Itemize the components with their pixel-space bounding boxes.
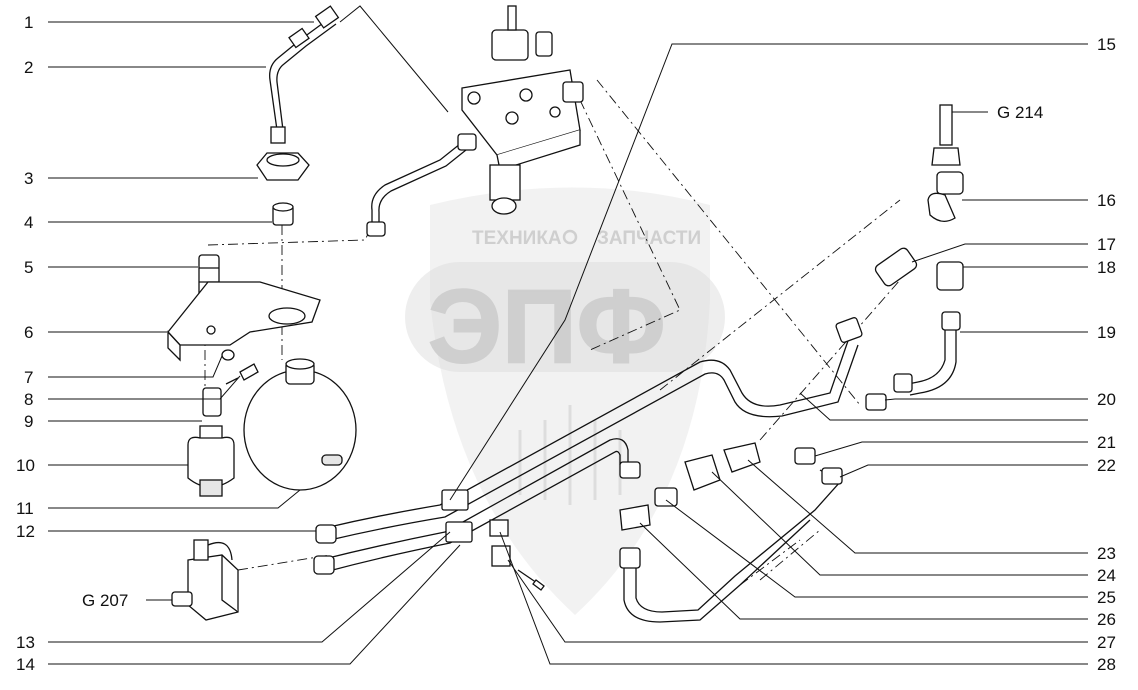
label-4: 4 <box>24 213 33 232</box>
label-2: 2 <box>24 58 33 77</box>
labels-left: 1 2 3 4 5 6 7 8 9 10 11 12 13 14 G 207 <box>16 13 128 674</box>
label-14: 14 <box>16 655 35 674</box>
label-24: 24 <box>1097 566 1116 585</box>
label-6: 6 <box>24 323 33 342</box>
label-27: 27 <box>1097 633 1116 652</box>
leader-lines <box>48 5 1088 665</box>
watermark-wheat-icon <box>518 405 622 505</box>
watermark-text-left: ТЕХНИКА <box>472 228 562 249</box>
part-accumulator-small <box>187 425 235 497</box>
part-washer-bolt <box>221 349 259 385</box>
part-fitting-9 <box>202 387 222 417</box>
part-fitting-column-right <box>865 104 964 411</box>
label-8: 8 <box>24 390 33 409</box>
label-17: 17 <box>1097 235 1116 254</box>
watermark-main-text: ЭПФ <box>428 269 666 385</box>
label-15: 15 <box>1097 35 1116 54</box>
watermark-text-right: ЗАПЧАСТИ <box>597 228 701 249</box>
part-valve-block-g207 <box>171 539 239 621</box>
label-16: 16 <box>1097 191 1116 210</box>
watermark-gear-icon <box>562 229 578 245</box>
labels-right: 15 G 214 16 17 18 19 20 21 22 23 24 25 2… <box>997 35 1116 674</box>
label-23: 23 <box>1097 544 1116 563</box>
label-9: 9 <box>24 412 33 431</box>
part-pipe-top-left <box>269 5 340 144</box>
label-20: 20 <box>1097 390 1116 409</box>
label-5: 5 <box>24 258 33 277</box>
label-12: 12 <box>16 522 35 541</box>
label-g207: G 207 <box>82 591 128 610</box>
part-pipe-valve-left <box>366 133 477 237</box>
label-g214: G 214 <box>997 103 1043 122</box>
label-13: 13 <box>16 633 35 652</box>
label-26: 26 <box>1097 610 1116 629</box>
label-25: 25 <box>1097 588 1116 607</box>
label-18: 18 <box>1097 258 1116 277</box>
label-28: 28 <box>1097 655 1116 674</box>
part-control-valve <box>461 5 584 215</box>
part-accumulator-large <box>243 358 357 491</box>
label-7: 7 <box>24 368 33 387</box>
label-3: 3 <box>24 169 33 188</box>
part-lower-right-group <box>619 442 843 623</box>
center-lines <box>204 79 901 586</box>
label-22: 22 <box>1097 456 1116 475</box>
label-19: 19 <box>1097 323 1116 342</box>
part-bracket <box>167 281 321 362</box>
label-11: 11 <box>16 499 34 518</box>
part-fitting-4 <box>272 202 294 226</box>
label-10: 10 <box>16 456 35 475</box>
watermark-logo: ТЕХНИКА ЗАПЧАСТИ ЭПФ <box>405 187 725 615</box>
part-main-pipes <box>313 317 863 575</box>
label-21: 21 <box>1097 433 1116 452</box>
part-nut <box>256 152 310 181</box>
label-1: 1 <box>24 13 33 32</box>
part-clamp-screw <box>489 519 545 591</box>
